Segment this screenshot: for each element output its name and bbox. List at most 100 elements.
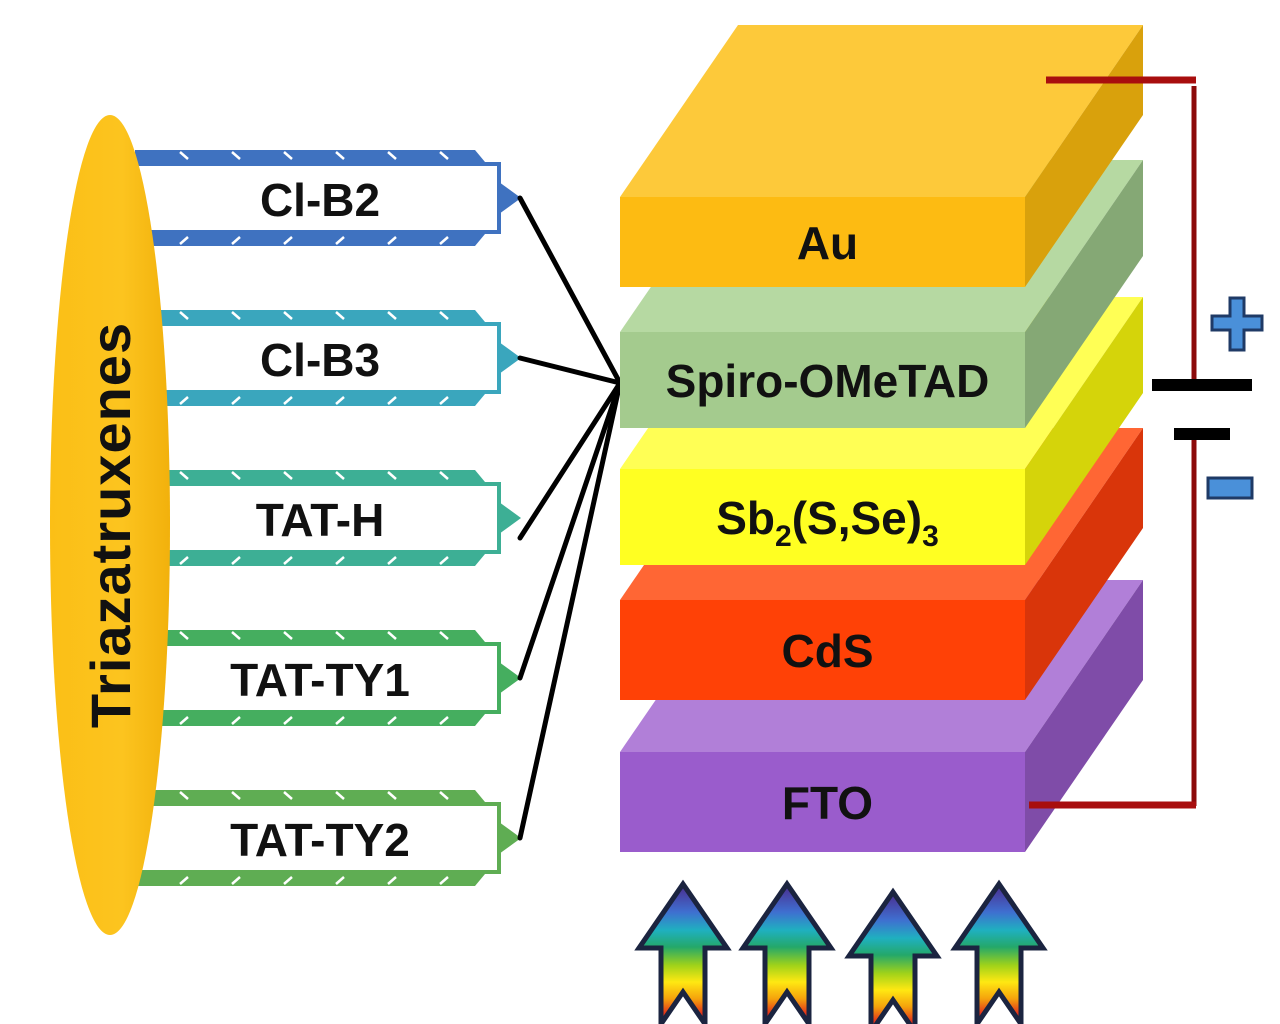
pipe-tick	[439, 716, 449, 725]
pipe-tick	[179, 556, 189, 565]
material-box	[133, 162, 501, 234]
connector-line	[517, 380, 623, 681]
core-ellipse	[50, 115, 170, 935]
light-arrows	[634, 879, 1048, 1024]
pipe-tick	[335, 236, 345, 245]
pipe-bottom-band	[135, 874, 485, 886]
pipe-tick	[179, 791, 189, 800]
connector-line	[517, 195, 623, 386]
pipe-tick	[283, 631, 293, 640]
pipe-tick	[231, 631, 241, 640]
material-item: TAT-TY1	[133, 630, 521, 726]
pipe-tick	[335, 791, 345, 800]
material-label: TAT-TY2	[230, 814, 410, 866]
layer-side-face	[1025, 580, 1143, 852]
layer-label: FTO	[782, 777, 873, 829]
core-label: Triazatruxenes	[79, 322, 142, 728]
material-item: Cl-B3	[133, 310, 521, 406]
layer-label: CdS	[782, 625, 874, 677]
pipe-tick	[335, 631, 345, 640]
pipe-tick	[179, 396, 189, 405]
pipe-bottom-band	[135, 234, 485, 246]
pipe-tick	[439, 876, 449, 885]
pipe-tick	[387, 471, 397, 480]
pipe-tick	[439, 311, 449, 320]
pipe-tick	[387, 236, 397, 245]
material-box	[133, 642, 501, 714]
material-arrow-tip	[499, 342, 521, 374]
pipe-tick	[179, 876, 189, 885]
layer-au: Au	[620, 25, 1143, 287]
pipe-tick	[231, 716, 241, 725]
pipe-bottom-band	[135, 714, 485, 726]
material-item: TAT-TY2	[133, 790, 521, 886]
pipe-tick	[179, 471, 189, 480]
material-label: TAT-TY1	[230, 654, 410, 706]
pipe-bottom-band	[135, 394, 485, 406]
material-arrow-tip	[499, 662, 521, 694]
pipe-tick	[439, 151, 449, 160]
layer-label: Sb2(S,Se)3	[716, 492, 939, 553]
layer-side-face	[1025, 297, 1143, 565]
light-arrow-icon	[950, 879, 1048, 1024]
pipe-tick	[231, 311, 241, 320]
negative-terminal-icon	[1206, 476, 1254, 500]
pipe-tick	[387, 716, 397, 725]
pipe-tick	[179, 236, 189, 245]
battery-positive-plate	[1152, 379, 1252, 391]
pipe-tick	[231, 151, 241, 160]
pipe-tick	[387, 791, 397, 800]
pipe-tick	[387, 631, 397, 640]
material-label: Cl-B2	[260, 174, 380, 226]
pipe-tick	[179, 311, 189, 320]
pipe-tick	[231, 396, 241, 405]
pipe-tick	[335, 471, 345, 480]
material-label: Cl-B3	[260, 334, 380, 386]
connector-lines	[517, 195, 623, 841]
layer-top-face	[620, 25, 1143, 197]
layer-front-face	[620, 332, 1025, 428]
pipe-tick	[335, 311, 345, 320]
triazatruxenes-core: Triazatruxenes	[50, 115, 170, 935]
pipe-top-band	[135, 150, 485, 162]
material-arrow-tip	[499, 502, 521, 534]
pipe-tick	[439, 556, 449, 565]
light-arrow-icon	[844, 887, 942, 1024]
pipe-tick	[283, 791, 293, 800]
battery-negative-plate	[1174, 428, 1230, 440]
pipe-tick	[231, 236, 241, 245]
connector-line	[517, 355, 623, 386]
pipe-tick	[283, 311, 293, 320]
pipe-tick	[231, 471, 241, 480]
pipe-tick	[387, 311, 397, 320]
pipe-tick	[387, 396, 397, 405]
pipe-tick	[439, 791, 449, 800]
pipe-tick	[387, 876, 397, 885]
layer-stack: FTO CdS Sb2(S,Se)3 Spiro-OMeTAD Au	[620, 25, 1143, 852]
pipe-tick	[283, 151, 293, 160]
pipe-tick	[335, 556, 345, 565]
pipe-tick	[387, 556, 397, 565]
pipe-tick	[179, 716, 189, 725]
pipe-tick	[231, 556, 241, 565]
pipe-tick	[283, 471, 293, 480]
layer-front-face	[620, 600, 1025, 700]
pipe-tick	[439, 471, 449, 480]
pipe-tick	[439, 631, 449, 640]
layer-side-face	[1025, 25, 1143, 287]
material-box	[133, 482, 501, 554]
material-box	[133, 322, 501, 394]
pipe-tick	[179, 631, 189, 640]
pipe-tick	[179, 151, 189, 160]
pipe-tick	[335, 151, 345, 160]
pipe-tick	[335, 396, 345, 405]
layer-label: Au	[797, 217, 858, 269]
pipe-top-band	[135, 630, 485, 642]
external-circuit	[1029, 76, 1264, 809]
pipe-tick	[231, 791, 241, 800]
pipe-tick	[439, 236, 449, 245]
layer-label: Spiro-OMeTAD	[666, 355, 990, 407]
connector-line	[517, 380, 623, 841]
